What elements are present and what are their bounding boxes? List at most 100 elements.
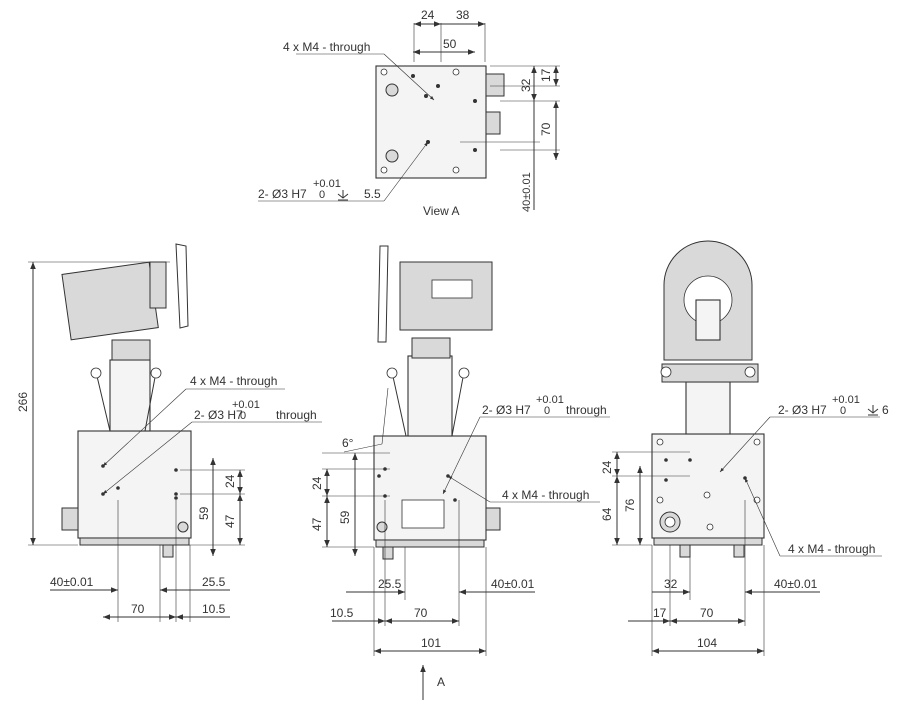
mid-dim-40: 40±0.01 bbox=[491, 577, 535, 591]
left-pin-tol-upper: +0.01 bbox=[232, 399, 260, 411]
mid-dim-47: 47 bbox=[310, 517, 324, 531]
left-dim-266: 266 bbox=[16, 392, 30, 412]
right-pin-depth: 6 bbox=[882, 403, 889, 417]
right-base-foot bbox=[653, 537, 763, 546]
right-thread-note: 4 x M4 - through bbox=[788, 542, 875, 556]
right-hole bbox=[753, 438, 761, 446]
left-pin-note: 2- Ø3 H7 bbox=[194, 408, 243, 422]
left-actuator-housing bbox=[61, 261, 159, 341]
left-actuator-plate bbox=[149, 261, 167, 309]
mid-pin-tol-lower: 0 bbox=[544, 405, 550, 417]
left-pivot bbox=[90, 367, 102, 379]
front-view-middle: 6° 24 47 59 25.5 40±0.01 10.5 70 101 A 2… bbox=[310, 245, 610, 700]
right-pivot bbox=[660, 366, 672, 378]
right-dim-70: 70 bbox=[700, 606, 714, 620]
view-a-dim-50: 50 bbox=[443, 37, 457, 51]
mid-gripper-jaw bbox=[411, 337, 451, 359]
view-a-hole bbox=[452, 166, 460, 174]
right-port-inner bbox=[664, 516, 676, 528]
left-dim-40: 40±0.01 bbox=[50, 575, 94, 589]
view-a-dim-17: 17 bbox=[539, 68, 553, 82]
right-bottom-pin bbox=[733, 544, 745, 558]
mid-dim-101: 101 bbox=[421, 636, 441, 650]
right-pin-note: 2- Ø3 H7 bbox=[778, 403, 827, 417]
left-thread-hole bbox=[174, 468, 178, 472]
right-bottom-pin bbox=[679, 544, 691, 558]
right-depth-symbol bbox=[867, 405, 879, 416]
view-a-dim-40: 40±0.01 bbox=[521, 172, 533, 212]
view-a-hole bbox=[380, 166, 388, 174]
view-a-dim-70: 70 bbox=[539, 122, 553, 136]
left-dim-24: 24 bbox=[223, 474, 237, 488]
view-a-thread-hole bbox=[436, 84, 440, 88]
view-a-nut-top bbox=[385, 83, 399, 97]
right-hole bbox=[656, 438, 664, 446]
view-a-dim-32: 32 bbox=[519, 78, 533, 92]
view-a-thread-hole bbox=[473, 99, 477, 103]
left-dim-59: 59 bbox=[197, 506, 211, 520]
view-a-dim-38: 38 bbox=[456, 8, 470, 22]
view-a-pin-note: 2- Ø3 H7 bbox=[258, 187, 307, 201]
left-pin-tol-lower: 0 bbox=[240, 410, 246, 422]
right-dim-32: 32 bbox=[664, 577, 678, 591]
view-a-thread-note: 4 x M4 - through bbox=[283, 40, 370, 54]
right-dim-24: 24 bbox=[600, 460, 614, 474]
view-a-dim-24: 24 bbox=[421, 8, 435, 22]
mid-base-foot bbox=[375, 539, 485, 548]
mid-window bbox=[401, 499, 445, 529]
left-dim-10-5: 10.5 bbox=[202, 602, 226, 616]
right-dim-17: 17 bbox=[653, 606, 667, 620]
view-a-fitting-mid bbox=[485, 111, 501, 135]
view-a-pin-tol-lower: 0 bbox=[319, 189, 325, 201]
left-thread-hole bbox=[174, 492, 178, 496]
mid-dim-24: 24 bbox=[310, 476, 324, 490]
left-pin-suffix: through bbox=[276, 408, 317, 422]
view-a-hole bbox=[380, 68, 388, 76]
view-a-pin-hole bbox=[424, 94, 428, 98]
view-a: 24 38 50 17 32 70 40±0.01 4 x M4 - throu… bbox=[258, 8, 560, 218]
side-view-left: 266 24 47 59 40±0.01 25.5 70 10.5 4 x M4… bbox=[16, 243, 322, 622]
mid-fitting-left bbox=[376, 521, 388, 533]
right-crossbar bbox=[661, 363, 759, 383]
mid-thread-note: 4 x M4 - through bbox=[502, 488, 589, 502]
right-actuator-stem bbox=[695, 299, 721, 341]
view-a-thread-hole bbox=[473, 148, 477, 152]
left-dim-25-5: 25.5 bbox=[202, 575, 226, 589]
mid-dim-25-5: 25.5 bbox=[378, 577, 402, 591]
mid-thread-hole bbox=[453, 498, 457, 502]
left-fitting-right bbox=[177, 521, 189, 533]
left-pivot bbox=[150, 367, 162, 379]
left-base-foot bbox=[79, 537, 190, 546]
view-a-depth-symbol bbox=[337, 190, 349, 201]
view-a-label: View A bbox=[423, 204, 459, 218]
left-thread-hole bbox=[116, 486, 120, 490]
left-bottom-pin bbox=[162, 544, 174, 558]
right-dim-104: 104 bbox=[697, 636, 717, 650]
right-hole bbox=[703, 491, 711, 499]
left-gripper-column bbox=[109, 359, 151, 432]
view-a-pin-tol-upper: +0.01 bbox=[313, 178, 341, 190]
view-arrow-label: A bbox=[437, 675, 445, 689]
mid-bottom-pin bbox=[382, 546, 394, 560]
left-dim-70: 70 bbox=[131, 602, 145, 616]
view-a-thread-hole bbox=[411, 74, 415, 78]
mid-pivot bbox=[386, 367, 398, 379]
side-view-right: 24 64 76 32 40±0.01 17 70 104 2- Ø3 H7 +… bbox=[600, 240, 889, 656]
left-gripper-jaw bbox=[111, 339, 151, 361]
mid-fitting-right bbox=[485, 507, 501, 531]
right-pin-hole bbox=[664, 458, 668, 462]
right-pin-hole bbox=[688, 458, 692, 462]
right-hole bbox=[706, 523, 714, 531]
mid-dim-10-5: 10.5 bbox=[330, 606, 354, 620]
mid-gripper-column bbox=[407, 355, 453, 437]
mid-dim-59: 59 bbox=[338, 510, 352, 524]
mid-pin-tol-upper: +0.01 bbox=[536, 394, 564, 406]
left-fitting-left bbox=[61, 507, 79, 531]
right-dim-76: 76 bbox=[623, 498, 637, 512]
left-thread-hole bbox=[174, 496, 178, 500]
right-pivot bbox=[744, 366, 756, 378]
view-a-nut-bottom bbox=[385, 149, 399, 163]
mid-pivot bbox=[458, 367, 470, 379]
